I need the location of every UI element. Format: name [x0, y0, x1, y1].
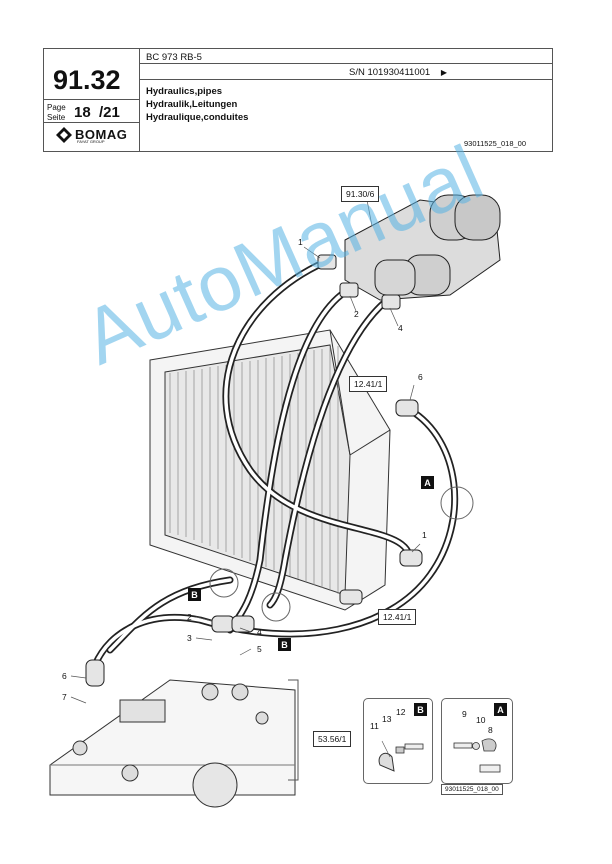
leader-lines [70, 199, 421, 704]
detail-b-item-12: 12 [396, 707, 406, 717]
callout-4-top: 4 [398, 323, 403, 333]
detail-b-item-11: 11 [370, 721, 379, 731]
doc-id: 93011525_018_00 [464, 139, 527, 148]
bomag-logo-icon [56, 127, 72, 143]
footer-doc-id: 93011525_018_00 [441, 784, 503, 795]
serial-number: S/N 101930411001 ▶ [349, 67, 447, 78]
ref-box-tank: 53.56/1 [313, 731, 352, 747]
detail-panel-b: B 11 13 12 [363, 698, 433, 784]
detail-b-tag: B [414, 703, 427, 716]
model-name: BC 973 RB-5 [146, 52, 202, 63]
title-fr: Hydraulique,conduites [146, 112, 249, 123]
detail-a-item-8: 8 [488, 725, 493, 735]
detail-a-item-9: 9 [462, 709, 467, 719]
ref-box-right-a: 12.41/1 [349, 376, 388, 392]
detail-circles [209, 486, 474, 622]
detail-a-item-10: 10 [476, 715, 486, 725]
callout-1-top: 1 [298, 237, 303, 247]
callout-6-left: 6 [62, 671, 67, 681]
clamp-icon-a [453, 738, 501, 773]
tag-a-main: A [421, 476, 434, 489]
tag-b-main-2: B [278, 638, 291, 651]
callout-7-left: 7 [62, 692, 67, 702]
page-label-de: Seite [47, 113, 66, 122]
callout-2-top: 2 [354, 309, 359, 319]
title-de: Hydraulik,Leitungen [146, 99, 238, 110]
ref-box-top: 91.30/6 [341, 186, 380, 202]
clamp-icon-b [378, 740, 424, 772]
detail-b-item-13: 13 [382, 714, 392, 724]
callout-3-left: 3 [187, 633, 192, 643]
header-frame [43, 48, 553, 152]
page-label-en: Page [47, 103, 66, 112]
serial-text: S/N 101930411001 [349, 67, 431, 78]
callout-4-left: 4 [257, 627, 262, 637]
callout-1-right: 1 [422, 530, 427, 540]
hydraulic-pump [344, 194, 501, 301]
serial-arrow-icon: ▶ [440, 68, 447, 77]
title-en: Hydraulics,pipes [146, 86, 223, 97]
callout-5-left: 5 [257, 644, 262, 654]
ref-box-right-b: 12.41/1 [378, 609, 417, 625]
fittings [85, 254, 423, 687]
detail-a-tag: A [494, 703, 507, 716]
page-current: 18 [74, 104, 91, 121]
logo-subtext: FAYAT GROUP [77, 139, 105, 144]
tag-b-main-1: B [188, 588, 201, 601]
detail-panel-a: A 9 10 8 [441, 698, 513, 784]
callout-2-left: 2 [187, 612, 192, 622]
bomag-logo: BOMAG FAYAT GROUP [55, 126, 135, 146]
section-number: 91.32 [53, 65, 121, 95]
tank-bracket [288, 679, 299, 781]
callout-6-top: 6 [418, 372, 423, 382]
page-total: /21 [99, 104, 120, 121]
logo-text: BOMAG [75, 127, 128, 142]
hydraulic-tank [49, 679, 296, 808]
